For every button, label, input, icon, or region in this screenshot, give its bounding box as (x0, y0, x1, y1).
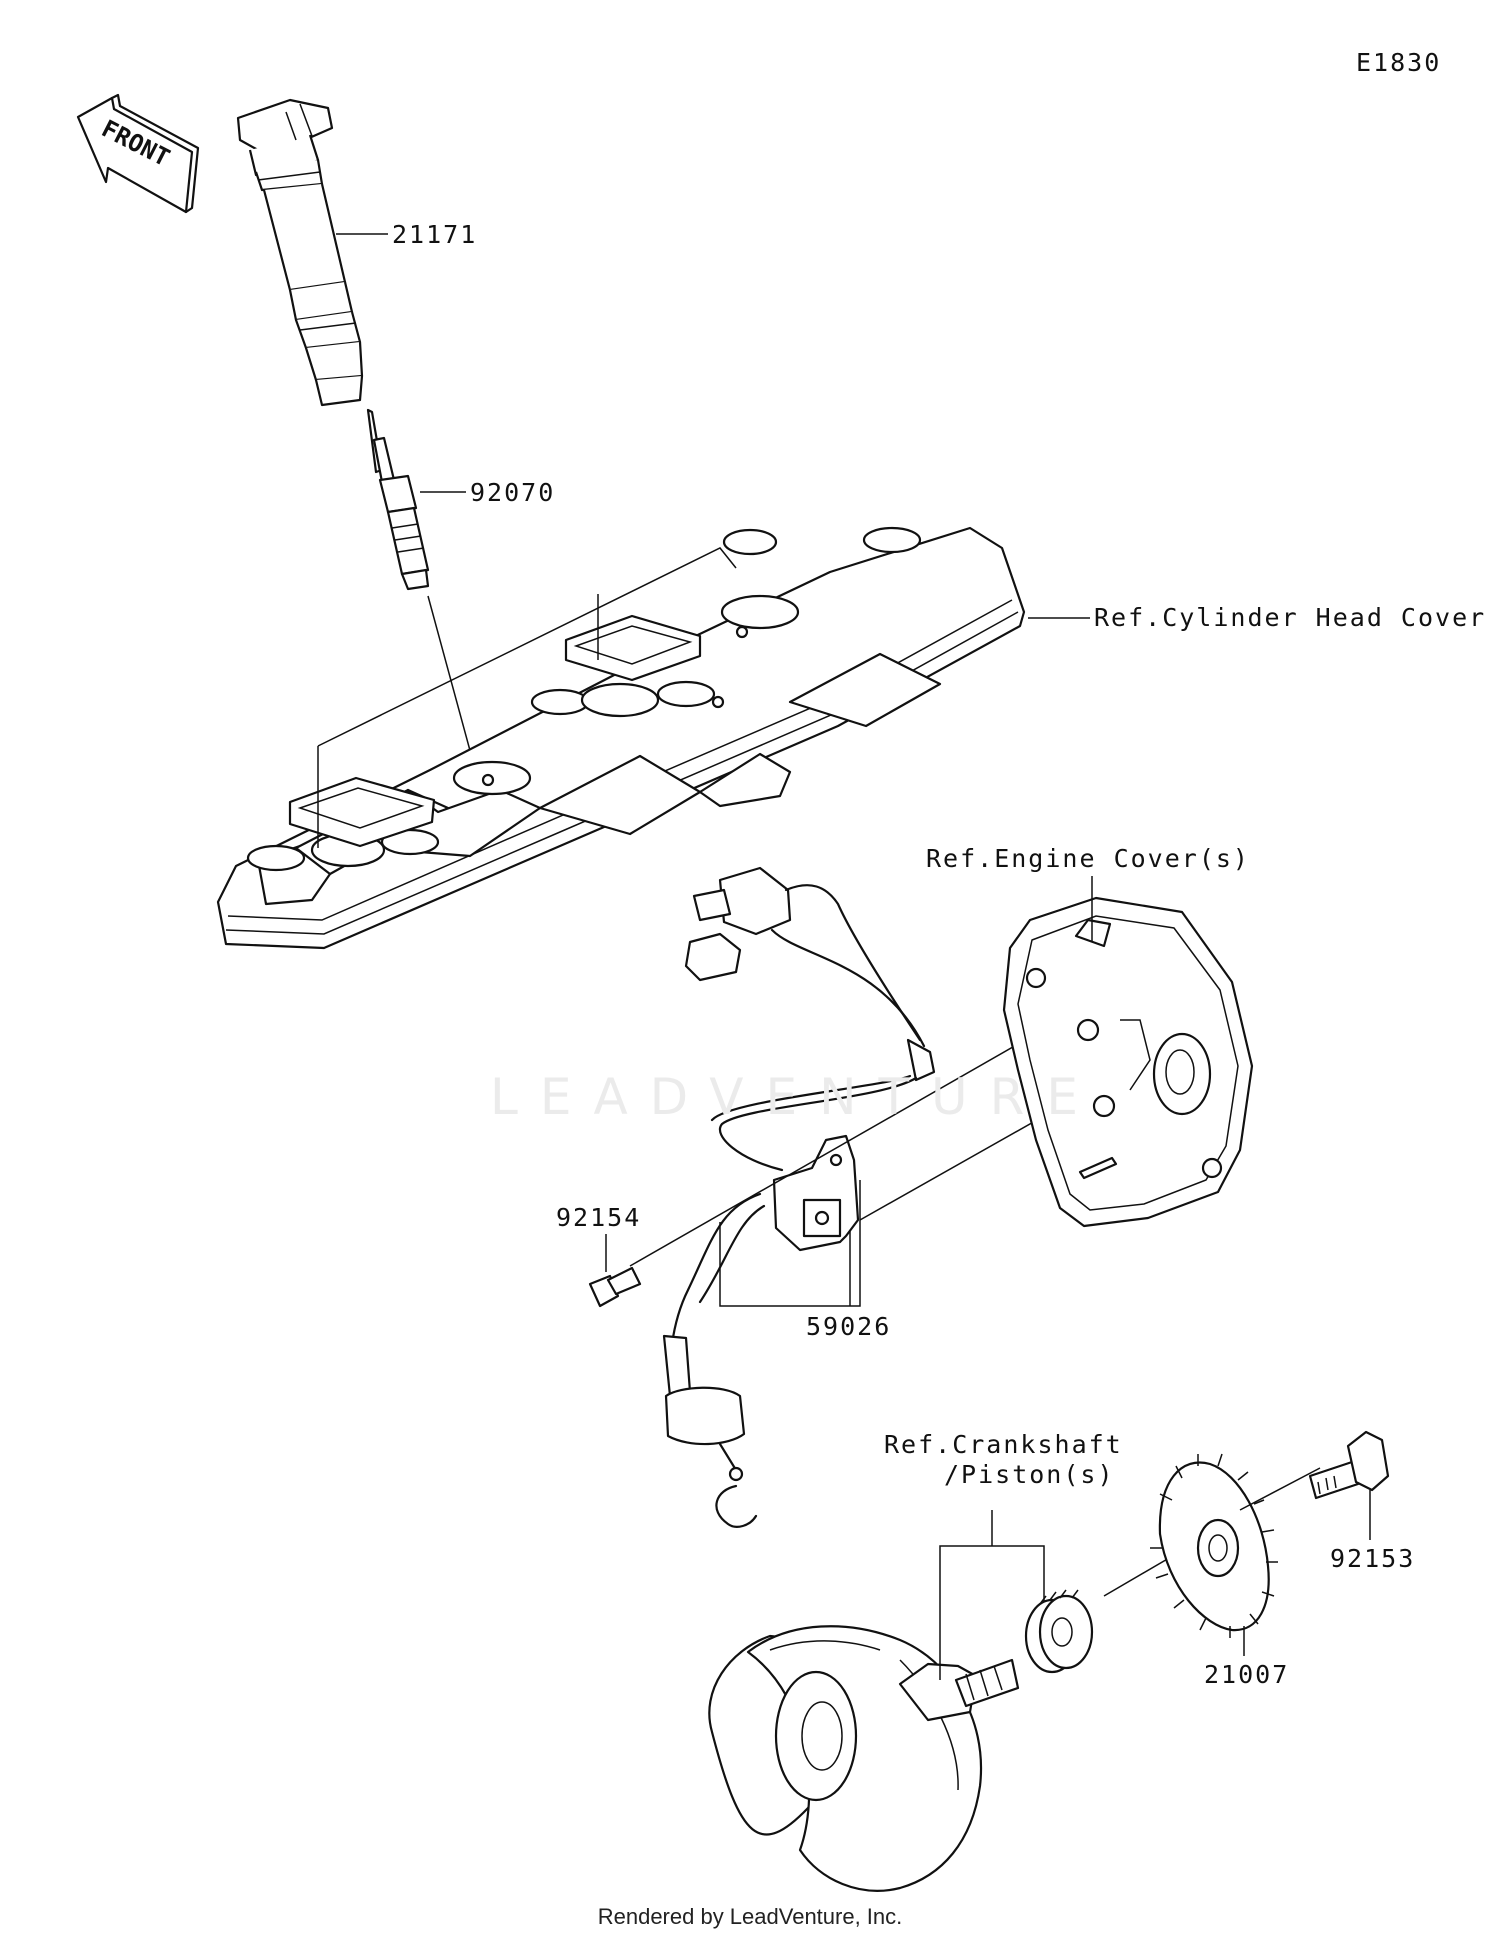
label-92070[interactable]: 92070 (470, 478, 556, 507)
diagram-code: E1830 (1356, 48, 1442, 77)
pickup-coil-part (662, 1134, 860, 1528)
crankshaft-part (708, 1625, 1020, 1892)
label-piston: /Piston(s) (944, 1460, 1115, 1489)
label-engine-cover: Ref.Engine Cover(s) (926, 844, 1250, 873)
cylinder-head-cover-part (216, 526, 1026, 950)
bolt-92153-part (1308, 1430, 1390, 1500)
spark-plug-part (366, 408, 430, 591)
leader-pickup-bracket (719, 1180, 861, 1307)
front-direction-arrow-icon: FRONT (76, 93, 200, 214)
label-crankshaft: Ref.Crankshaft (884, 1430, 1123, 1459)
footer-credit: Rendered by LeadVenture, Inc. (597, 1904, 903, 1929)
leader-rotor-bolt (1239, 1467, 1321, 1511)
label-21171[interactable]: 21171 (392, 220, 478, 249)
ignition-coil-part (236, 98, 364, 407)
engine-cover-part (1002, 896, 1254, 1228)
label-92154[interactable]: 92154 (556, 1203, 642, 1232)
pickup-coil-wiring-part (684, 866, 936, 1172)
label-21007[interactable]: 21007 (1204, 1660, 1290, 1689)
bolt-92154-part (588, 1234, 642, 1308)
label-59026[interactable]: 59026 (806, 1312, 892, 1341)
leader-cover-coil (317, 547, 737, 747)
leader-bolt-upper (629, 1019, 1061, 1267)
label-cylinder-head-cover: Ref.Cylinder Head Cover (1094, 603, 1487, 632)
leader-crankshaft (939, 1545, 1045, 1680)
watermark: LEADVENTURE (490, 1068, 1100, 1126)
label-92153[interactable]: 92153 (1330, 1544, 1416, 1573)
crank-gear-part (1024, 1589, 1094, 1674)
timing-rotor-part (1150, 1453, 1278, 1638)
